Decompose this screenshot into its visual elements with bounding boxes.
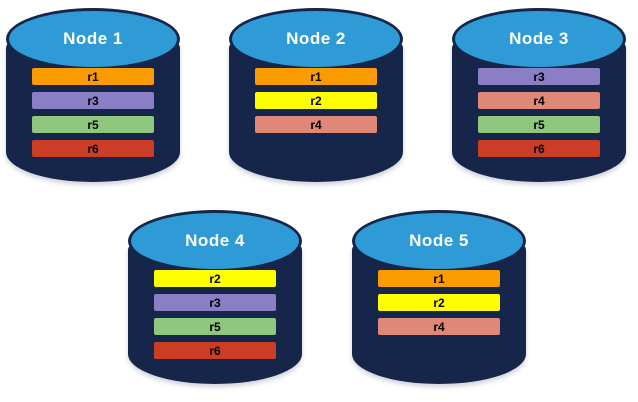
replica-bar[interactable]: r2 [154,270,276,287]
database-cylinder-top: Node 1 [6,8,180,70]
database-node[interactable]: Node 2 r1 r2 r4 [229,8,403,188]
replica-bar[interactable]: r2 [255,92,377,109]
replica-bar[interactable]: r6 [478,140,600,157]
replica-list: r3 r4 r5 r6 [452,68,626,157]
database-cylinder-top: Node 2 [229,8,403,70]
replica-bar[interactable]: r3 [32,92,154,109]
database-node[interactable]: Node 1 r1 r3 r5 r6 [6,8,180,188]
node-label: Node 2 [286,29,346,48]
database-node[interactable]: Node 5 r1 r2 r4 [352,210,526,390]
node-label: Node 3 [509,29,569,48]
replica-bar[interactable]: r3 [478,68,600,85]
replica-bar[interactable]: r4 [478,92,600,109]
database-node[interactable]: Node 4 r2 r3 r5 r6 [128,210,302,390]
database-node[interactable]: Node 3 r3 r4 r5 r6 [452,8,626,188]
node-label: Node 1 [63,29,123,48]
node-label: Node 4 [185,231,245,250]
replica-bar[interactable]: r6 [32,140,154,157]
replica-bar[interactable]: r5 [32,116,154,133]
database-cylinder-top: Node 5 [352,210,526,272]
database-cylinder-top: Node 4 [128,210,302,272]
replica-bar[interactable]: r5 [154,318,276,335]
replica-bar[interactable]: r4 [255,116,377,133]
replica-bar[interactable]: r6 [154,342,276,359]
replica-bar[interactable]: r3 [154,294,276,311]
replica-bar[interactable]: r2 [378,294,500,311]
replica-bar[interactable]: r4 [378,318,500,335]
replica-bar[interactable]: r1 [378,270,500,287]
replica-list: r1 r3 r5 r6 [6,68,180,157]
replica-bar[interactable]: r1 [255,68,377,85]
database-cylinder-top: Node 3 [452,8,626,70]
replica-list: r1 r2 r4 [352,270,526,335]
replica-bar[interactable]: r1 [32,68,154,85]
replica-bar[interactable]: r5 [478,116,600,133]
replica-list: r1 r2 r4 [229,68,403,133]
node-label: Node 5 [409,231,469,250]
replica-list: r2 r3 r5 r6 [128,270,302,359]
